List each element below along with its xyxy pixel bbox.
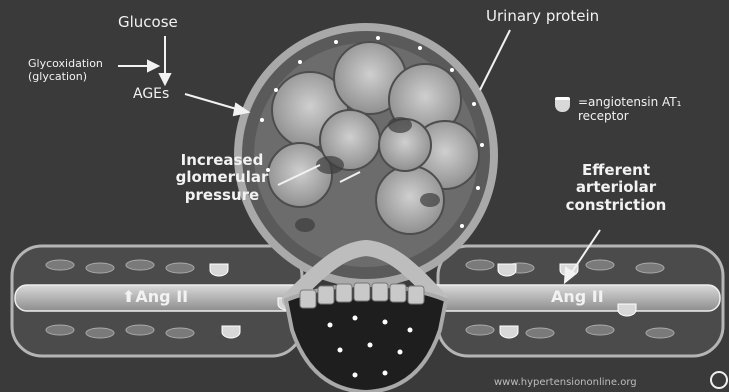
efferent-line3: constriction [566,196,667,214]
circle-button-icon[interactable] [710,371,728,389]
cup-receptor-icon [555,97,570,112]
pressure-line2: glomerular [176,168,269,186]
glucose-label: Glucose [118,14,178,31]
urinary-protein-label: Urinary protein [486,8,599,25]
source-watermark: www.hypertensiononline.org [494,377,637,389]
efferent-line1: Efferent [582,161,650,179]
efferent-line2: arteriolar [576,178,656,196]
glycoxidation-line2: (glycation) [28,70,87,83]
pressure-line3: pressure [185,186,259,204]
glomerular-pressure-label: Increased glomerular pressure [157,152,287,204]
receptor-legend: =angiotensin AT₁ receptor [578,96,681,124]
efferent-constriction-label: Efferent arteriolar constriction [556,162,676,214]
glycoxidation-line1: Glycoxidation [28,57,103,70]
glycoxidation-label: Glycoxidation (glycation) [28,58,103,83]
legend-line2: receptor [578,109,629,123]
ang-ii-efferent-label: Ang II [551,288,604,306]
ages-label: AGEs [133,86,169,102]
pressure-line1: Increased [181,151,264,169]
ang-ii-afferent-label: ⬆Ang II [122,288,188,306]
legend-line1: =angiotensin AT₁ [578,95,681,109]
